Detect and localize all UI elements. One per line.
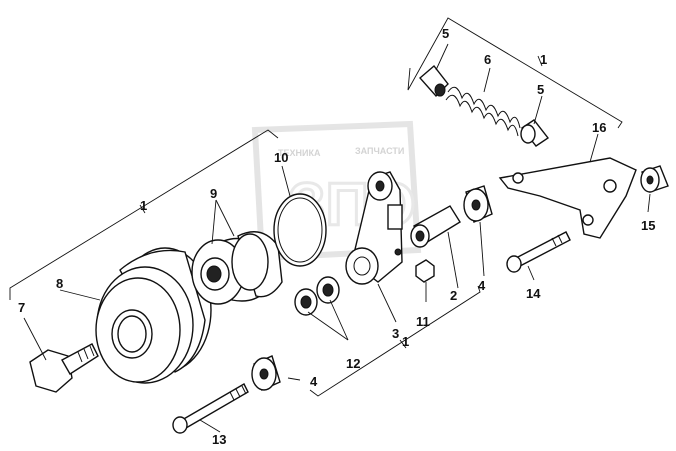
spring-end-part-5-upper <box>419 64 449 98</box>
tensioner-arm-part-3 <box>345 171 403 285</box>
callout-16: 16 <box>592 120 606 135</box>
callout-3: 3 <box>392 326 399 341</box>
callout-2: 2 <box>450 288 457 303</box>
circlip-part-10 <box>273 193 327 267</box>
callout-15: 15 <box>641 218 655 233</box>
callout-10: 10 <box>274 150 288 165</box>
leader-lines <box>23 43 651 433</box>
long-bolt-part-13 <box>172 383 249 434</box>
assembly-brackets <box>9 17 623 397</box>
callout-12: 12 <box>346 356 360 371</box>
hex-bolt-part-7 <box>29 343 99 393</box>
spacer-part-15 <box>640 165 669 193</box>
spring-end-part-5-lower <box>520 119 550 147</box>
nut-part-11 <box>415 259 435 283</box>
washer-part-4-upper <box>463 185 493 223</box>
pulley-part-8 <box>95 247 212 384</box>
pin-part-2 <box>410 205 461 248</box>
callout-13: 13 <box>212 432 226 447</box>
callout-labels: 1 1 1 2 3 4 4 5 5 6 7 8 9 10 11 12 13 14… <box>18 26 655 447</box>
watermark-left-text: ТЕХНИКА <box>278 148 321 158</box>
callout-14: 14 <box>526 286 541 301</box>
callout-1-top: 1 <box>540 52 547 67</box>
callout-4-bottom: 4 <box>310 374 318 389</box>
callout-9: 9 <box>210 186 217 201</box>
callout-11: 11 <box>416 314 430 329</box>
callout-5-upper: 5 <box>442 26 449 41</box>
bearing-part-9 <box>191 231 283 305</box>
callout-1-bottom: 1 <box>402 334 409 349</box>
callout-1-left: 1 <box>140 198 147 213</box>
callout-5-lower: 5 <box>537 82 544 97</box>
callout-7: 7 <box>18 300 25 315</box>
callout-8: 8 <box>56 276 63 291</box>
bushing-part-12 <box>294 276 340 316</box>
watermark-right-text: ЗАПЧАСТИ <box>355 146 404 156</box>
spring-part-6 <box>445 86 521 137</box>
long-bolt-part-14 <box>506 231 571 273</box>
callout-6: 6 <box>484 52 491 67</box>
callout-4-right: 4 <box>478 278 486 293</box>
washer-part-4-lower <box>251 355 281 391</box>
mounting-bracket-part-16 <box>498 157 637 239</box>
